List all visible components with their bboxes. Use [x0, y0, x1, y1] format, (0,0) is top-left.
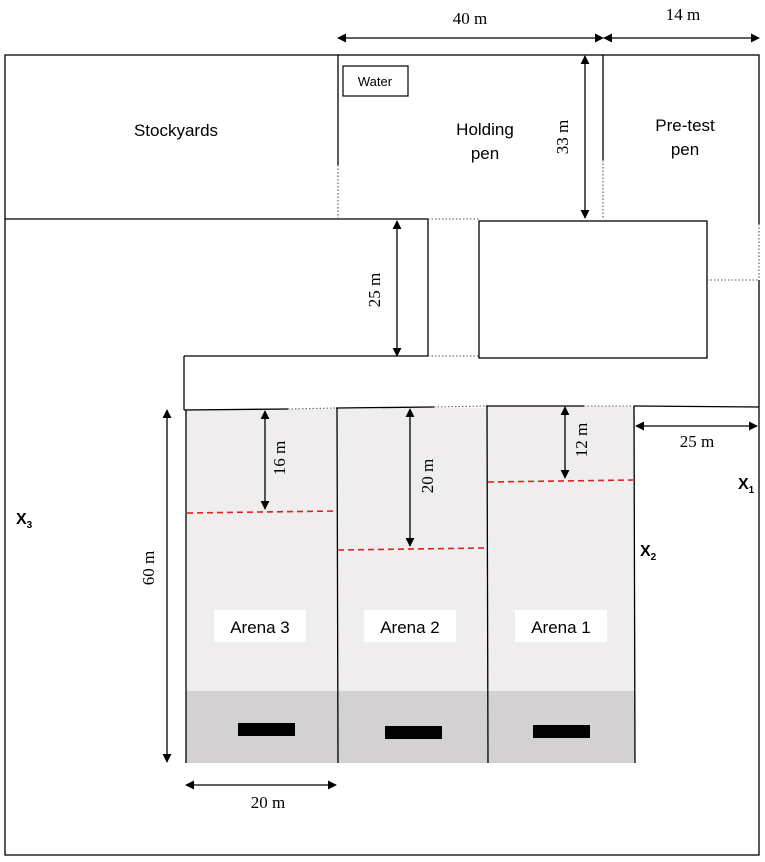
central-block [478, 220, 708, 359]
dim-label-14m: 14 m [666, 5, 700, 24]
arena1-feeder [533, 725, 590, 738]
arena3-2-divider [336, 407, 339, 764]
water-trough [342, 65, 409, 97]
dim-label-60m: 60 m [139, 551, 158, 585]
water-label: Water [358, 74, 393, 89]
arena2-label-box [364, 610, 456, 642]
arena1-label: Arena 1 [531, 618, 591, 637]
dim-label-bottom-20m: 20 m [251, 793, 285, 812]
dim-label-33m: 33 m [553, 120, 572, 154]
pretest-pen-label-line2: pen [671, 140, 699, 159]
arena1-threshold-line [487, 479, 634, 483]
arena3-feeder [238, 723, 295, 736]
dim-label-12m: 12 m [572, 423, 591, 457]
dim-label-lane-25m: 25 m [365, 273, 384, 307]
arena2-1-divider [486, 405, 489, 764]
dim-label-20m: 20 m [418, 459, 437, 493]
outer-boundary [4, 54, 760, 856]
arena-right-fence [633, 405, 760, 408]
marker-x2: X2 [640, 543, 657, 563]
pretest-pen-label-line1: Pre-test [655, 116, 715, 135]
marker-x3: X3 [16, 511, 33, 531]
arena2-label: Arena 2 [380, 618, 440, 637]
arena3-threshold-line [186, 510, 337, 514]
arena1-area [487, 406, 635, 691]
arena-group [183, 405, 760, 764]
stockyards-label: Stockyards [134, 121, 218, 140]
arena1-right-wall [633, 405, 636, 764]
dim-label-40m: 40 m [453, 9, 487, 28]
arena2-feeder [385, 726, 442, 739]
holding-pen-label-line1: Holding [456, 120, 514, 139]
dim-label-right-25m: 25 m [680, 432, 714, 451]
arena3-label-box [214, 610, 306, 642]
arena3-area [186, 409, 338, 691]
arena1-label-box [515, 610, 607, 642]
arena3-label: Arena 3 [230, 618, 290, 637]
dim-label-16m: 16 m [270, 441, 289, 475]
marker-x1: X1 [738, 476, 755, 496]
arena2-threshold-line [337, 547, 487, 551]
holding-pen-label-line2: pen [471, 144, 499, 163]
